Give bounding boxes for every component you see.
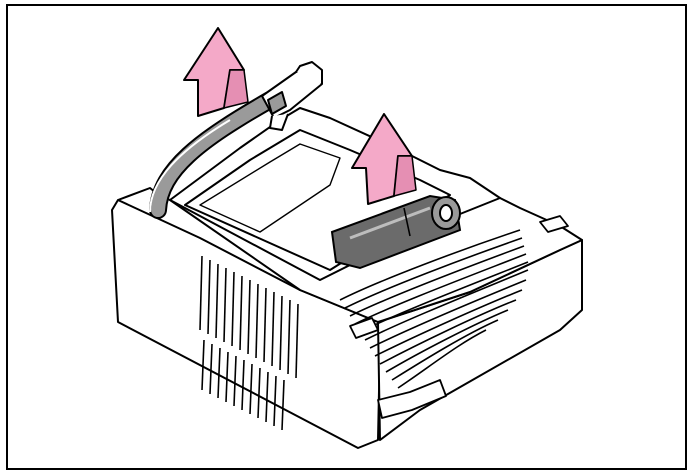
compressor-cylinder [330, 194, 462, 270]
vent-grille [199, 255, 299, 431]
hose-connector [261, 61, 323, 131]
remove-compressor-arrow-icon [351, 113, 417, 205]
coiled-power-cord [339, 229, 529, 389]
air-hose [149, 91, 279, 219]
remove-hose-arrow-icon [183, 27, 249, 117]
front-latch [349, 215, 569, 419]
